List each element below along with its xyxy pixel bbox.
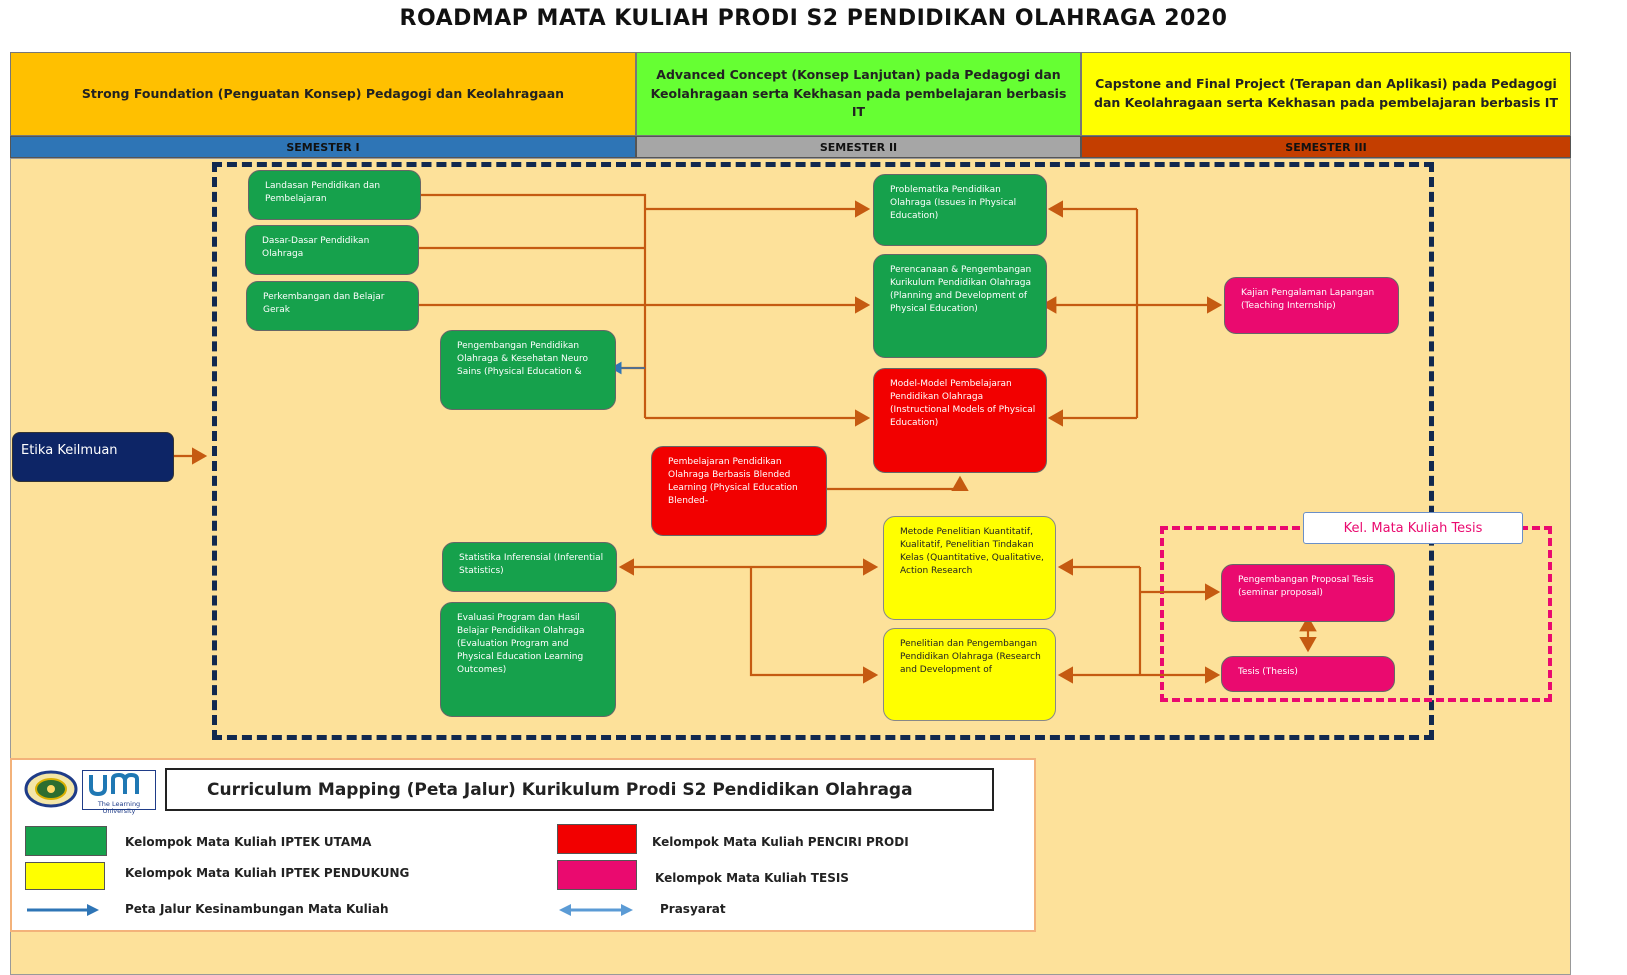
- course-landasan[interactable]: Landasan Pendidikan dan Pembelajaran: [248, 170, 421, 220]
- course-kajian-pengalaman[interactable]: Kajian Pengalaman Lapangan (Teaching Int…: [1224, 277, 1399, 334]
- page-title: ROADMAP MATA KULIAH PRODI S2 PENDIDIKAN …: [399, 6, 1228, 31]
- semester-3-header: SEMESTER III: [1081, 136, 1571, 158]
- legend-swatch-penciri-prodi: [557, 824, 637, 854]
- course-dasar-dasar[interactable]: Dasar-Dasar Pendidikan Olahraga: [245, 225, 419, 275]
- course-penelitian-pengembangan[interactable]: Penelitian dan Pengembangan Pendidikan O…: [883, 628, 1056, 721]
- logo-caption: The Learning University: [97, 800, 141, 815]
- course-proposal-tesis[interactable]: Pengembangan Proposal Tesis (seminar pro…: [1221, 564, 1395, 622]
- course-perencanaan[interactable]: Perencanaan & Pengembangan Kurikulum Pen…: [873, 254, 1047, 358]
- legend-title: Curriculum Mapping (Peta Jalur) Kurikulu…: [165, 768, 994, 811]
- semester-2-header: SEMESTER II: [636, 136, 1081, 158]
- legend-swatch-iptek-pendukung: [25, 862, 105, 890]
- course-evaluasi[interactable]: Evaluasi Program dan Hasil Belajar Pendi…: [440, 602, 616, 717]
- course-tesis[interactable]: Tesis (Thesis): [1221, 656, 1395, 692]
- um-logo-icon: The Learning University: [82, 770, 156, 814]
- band-strong-foundation: Strong Foundation (Penguatan Konsep) Ped…: [10, 52, 636, 136]
- university-seal-icon: [24, 770, 78, 808]
- legend-swatch-tesis: [557, 860, 637, 890]
- legend-label-prereq: Prasyarat: [660, 902, 726, 916]
- band-capstone: Capstone and Final Project (Terapan dan …: [1081, 52, 1571, 136]
- legend-label-continuity: Peta Jalur Kesinambungan Mata Kuliah: [125, 902, 389, 916]
- course-blended-learning[interactable]: Pembelajaran Pendidikan Olahraga Berbasi…: [651, 446, 827, 536]
- course-neuro-sains[interactable]: Pengembangan Pendidikan Olahraga & Keseh…: [440, 330, 616, 410]
- course-etika-keilmuan[interactable]: Etika Keilmuan: [12, 432, 174, 482]
- course-model-model[interactable]: Model-Model Pembelajaran Pendidikan Olah…: [873, 368, 1047, 473]
- course-perkembangan[interactable]: Perkembangan dan Belajar Gerak: [246, 281, 419, 331]
- connector-landasan: [421, 193, 647, 418]
- semester-1-header: SEMESTER I: [10, 136, 636, 158]
- legend-arrow-continuity-icon: [27, 904, 99, 916]
- legend-label-tesis: Kelompok Mata Kuliah TESIS: [655, 871, 849, 885]
- course-problematika[interactable]: Problematika Pendidikan Olahraga (Issues…: [873, 174, 1047, 246]
- thesis-group-label: Kel. Mata Kuliah Tesis: [1303, 512, 1523, 544]
- legend-label-iptek-utama: Kelompok Mata Kuliah IPTEK UTAMA: [125, 835, 372, 849]
- connector-blended-to-model: [826, 475, 969, 492]
- course-statistika[interactable]: Statistika Inferensial (Inferential Stat…: [442, 542, 617, 592]
- legend-label-iptek-pendukung: Kelompok Mata Kuliah IPTEK PENDUKUNG: [125, 866, 410, 880]
- band-advanced-concept: Advanced Concept (Konsep Lanjutan) pada …: [636, 52, 1081, 136]
- legend-arrow-prereq-icon: [559, 904, 633, 916]
- legend-swatch-iptek-utama: [25, 826, 107, 856]
- connector-to-rnd: [749, 567, 879, 684]
- course-metode-penelitian[interactable]: Metode Penelitian Kuantitatif, Kualitati…: [883, 516, 1056, 620]
- legend-label-penciri-prodi: Kelompok Mata Kuliah PENCIRI PRODI: [652, 835, 909, 849]
- core-courses-group-outline: [212, 162, 1434, 740]
